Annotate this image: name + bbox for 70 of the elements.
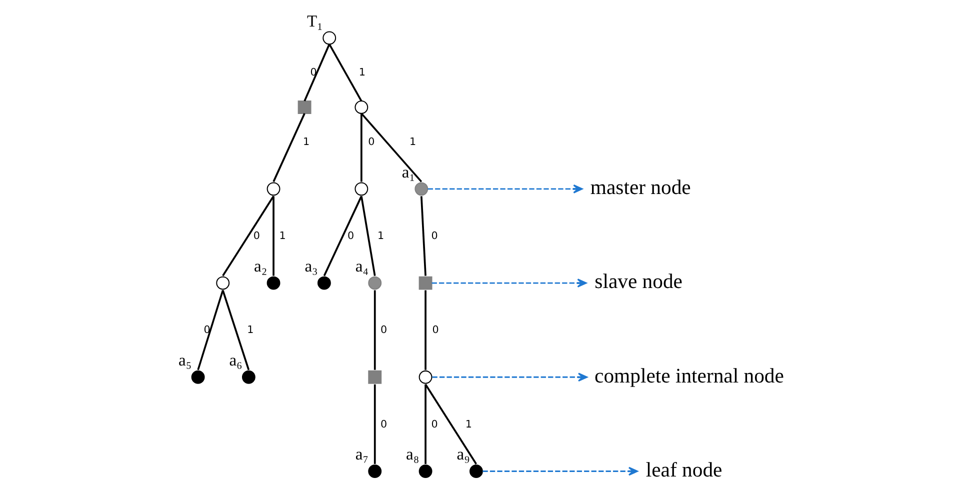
node-label: a₇ [355,444,368,464]
connector [424,384,426,464]
connector [323,195,362,276]
edge-label: 1 [247,324,254,336]
node-label: a₃ [304,256,318,275]
node-box [368,370,382,384]
node-circle [266,182,280,196]
node-circle [368,276,382,290]
edge-label: 0 [431,418,438,430]
edge-label: 1 [377,230,384,242]
connector [424,290,426,370]
node-label: a₁ [402,162,416,181]
node-circle [266,276,280,290]
node-circle [418,464,432,478]
connector [272,112,306,182]
edge-label: 0 [431,230,438,242]
arrow [432,372,588,382]
edge-label: 1 [465,418,472,430]
edge-label: 0 [432,324,439,336]
node-circle [414,182,428,196]
node-circle [322,30,336,44]
connector [222,195,274,276]
node-circle [418,370,432,384]
node-text: leaf node [646,458,722,481]
edge-label: 1 [279,230,286,242]
connector [374,384,376,464]
node-label: a₈ [406,444,420,464]
edge-label: 1 [358,66,366,78]
connector [197,290,224,370]
edge-label: 0 [253,230,260,242]
edge-label: 0 [310,66,317,78]
connector [304,43,330,101]
node-circle [469,464,483,478]
connector [424,383,477,464]
node-label: a₉ [456,444,470,464]
node-circle [354,100,368,114]
node-box [298,100,312,114]
node-label: a₅ [178,350,192,370]
node-text: master node [590,176,691,199]
connector [360,112,362,182]
connector [328,43,362,101]
edge-label: 1 [302,135,310,148]
edge-label: 1 [410,135,416,148]
node-label: a₆ [229,350,242,370]
edge-label: 0 [204,324,210,336]
node-circle [216,276,230,290]
edge-label: 0 [380,418,388,430]
connector [272,196,274,276]
connector [360,112,422,182]
node-circle [354,182,368,196]
node-label: a₄ [355,256,368,275]
node-label: a₂ [254,256,268,275]
node-circle [317,276,331,290]
node-circle [242,370,256,384]
connector [222,290,250,370]
connector [420,196,426,276]
node-circle [191,370,205,384]
arrow [432,278,587,287]
edge-label: 0 [368,135,375,148]
node-text: slave node [594,270,682,293]
edge-label: 0 [347,230,354,242]
connector [360,196,376,276]
edge-label: 0 [380,324,388,336]
connector [374,290,376,370]
node-box [418,276,432,290]
node-text: complete internal node [594,364,784,387]
arrow [482,466,638,476]
node-circle [368,464,382,478]
node-label: T₁ [306,10,323,30]
arrow [428,184,583,193]
